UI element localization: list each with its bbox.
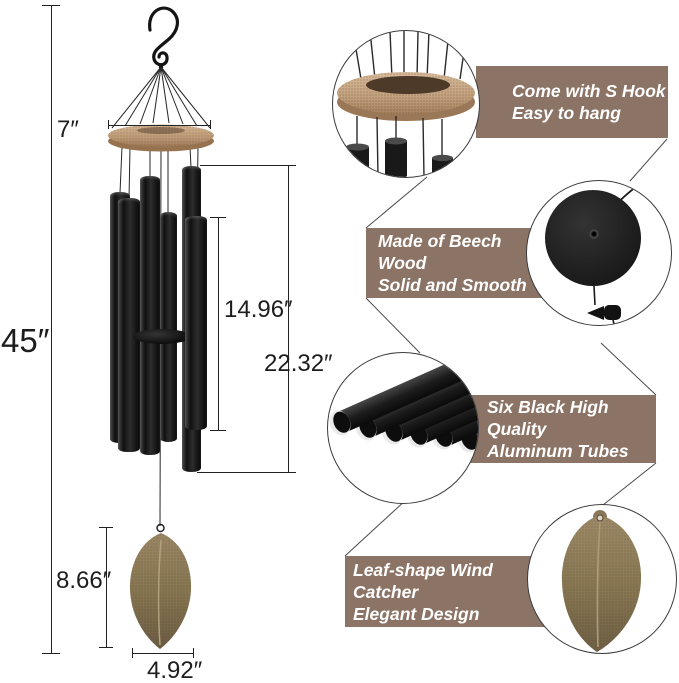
callout-text: Made of Beech Wood	[378, 231, 502, 273]
callout-text: Elegant Design	[353, 603, 480, 624]
callout-circle-tubes	[327, 352, 479, 504]
callout-text: Come with S Hook	[512, 81, 666, 101]
striker-disc	[133, 329, 191, 344]
leaf-photo	[561, 510, 642, 652]
tube-row	[329, 353, 478, 453]
callout-box-aluminum-tubes: Six Black High Quality Aluminum Tubes	[455, 395, 656, 463]
hanger-strings	[111, 66, 211, 129]
dim-label-short-tube: 14.96″	[224, 296, 293, 323]
top-ring-photo	[337, 31, 475, 177]
callout-box-s-hook: Come with S Hook Easy to hang	[476, 66, 668, 138]
callout-text: Easy to hang	[512, 103, 621, 123]
dim-label-hanger-width: 7″	[57, 116, 79, 143]
callout-text: Leaf-shape Wind Catcher	[353, 559, 493, 602]
dim-label-total-height: 45″	[1, 322, 50, 359]
dim-label-catcher-width: 4.92″	[147, 657, 203, 683]
wood-hanger-ring	[108, 124, 214, 152]
wind-catcher-leaf	[129, 523, 192, 649]
chime-tube	[140, 176, 160, 455]
chime-tube	[160, 212, 177, 442]
callout-text: Six Black High Quality	[487, 397, 609, 439]
callout-text: Aluminum Tubes	[487, 441, 629, 461]
tubes-photo	[329, 353, 478, 453]
dim-label-long-tube: 22.32″	[264, 350, 333, 377]
callout-circle-leaf	[527, 504, 677, 654]
callout-circle-striker	[526, 180, 672, 326]
callout-box-wind-catcher: Leaf-shape Wind Catcher Elegant Design	[345, 556, 550, 627]
dim-label-catcher-height: 8.66″	[56, 567, 112, 594]
callout-box-beech-wood: Made of Beech Wood Solid and Smooth	[366, 228, 551, 298]
chime-tube-short-front	[185, 216, 207, 430]
striker-photo	[545, 183, 641, 325]
s-hook-icon	[148, 6, 179, 67]
callout-text: Solid and Smooth	[378, 275, 527, 295]
callout-circle-top-ring	[332, 30, 480, 178]
chime-tube	[118, 198, 140, 452]
